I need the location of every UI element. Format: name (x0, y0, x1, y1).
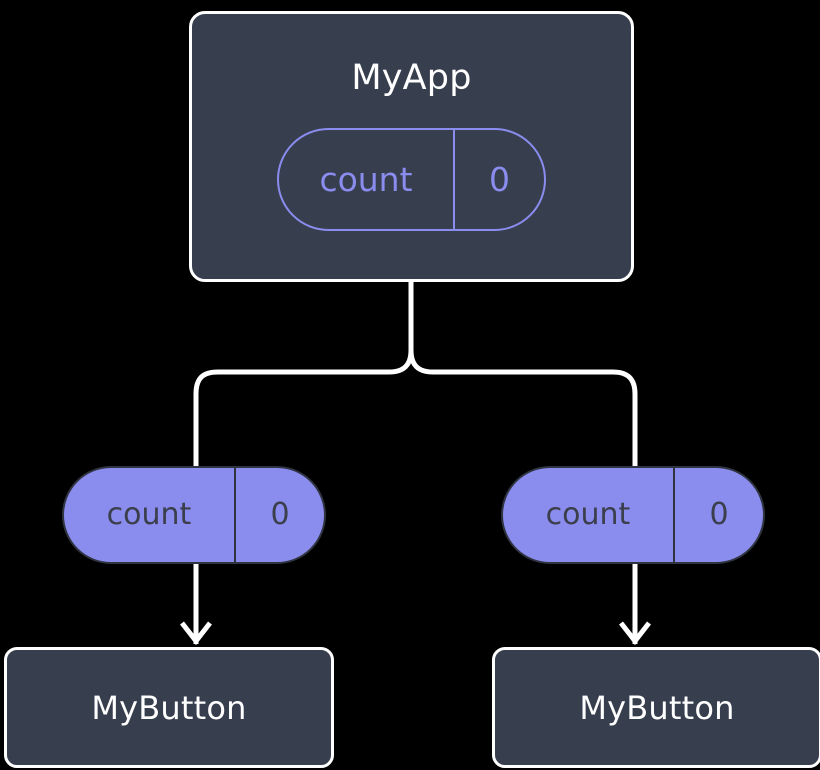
edge-root-to-right-prop (408, 281, 638, 466)
edge-root-to-left-prop (193, 281, 414, 466)
prop-pill-left-value: 0 (270, 497, 290, 532)
state-pill-root-value: 0 (489, 160, 510, 199)
component-title-myapp: MyApp (351, 58, 472, 98)
state-pill-root-key: count (279, 130, 455, 229)
component-title-mybutton-right: MyButton (579, 688, 735, 727)
arrowhead-right-icon (619, 621, 651, 646)
component-node-mybutton-left[interactable]: MyButton (4, 647, 334, 768)
prop-pill-right-key: count (503, 468, 675, 562)
arrowhead-left-icon (180, 621, 212, 646)
component-node-myapp[interactable]: MyApp (189, 11, 634, 282)
component-title-mybutton-left: MyButton (91, 688, 247, 727)
state-pill-root[interactable]: count 0 (277, 128, 546, 231)
prop-pill-left[interactable]: count 0 (62, 466, 326, 564)
prop-pill-right-value: 0 (709, 497, 729, 532)
prop-pill-left-key: count (64, 468, 236, 562)
prop-pill-right[interactable]: count 0 (501, 466, 765, 564)
component-node-mybutton-right[interactable]: MyButton (492, 647, 820, 768)
